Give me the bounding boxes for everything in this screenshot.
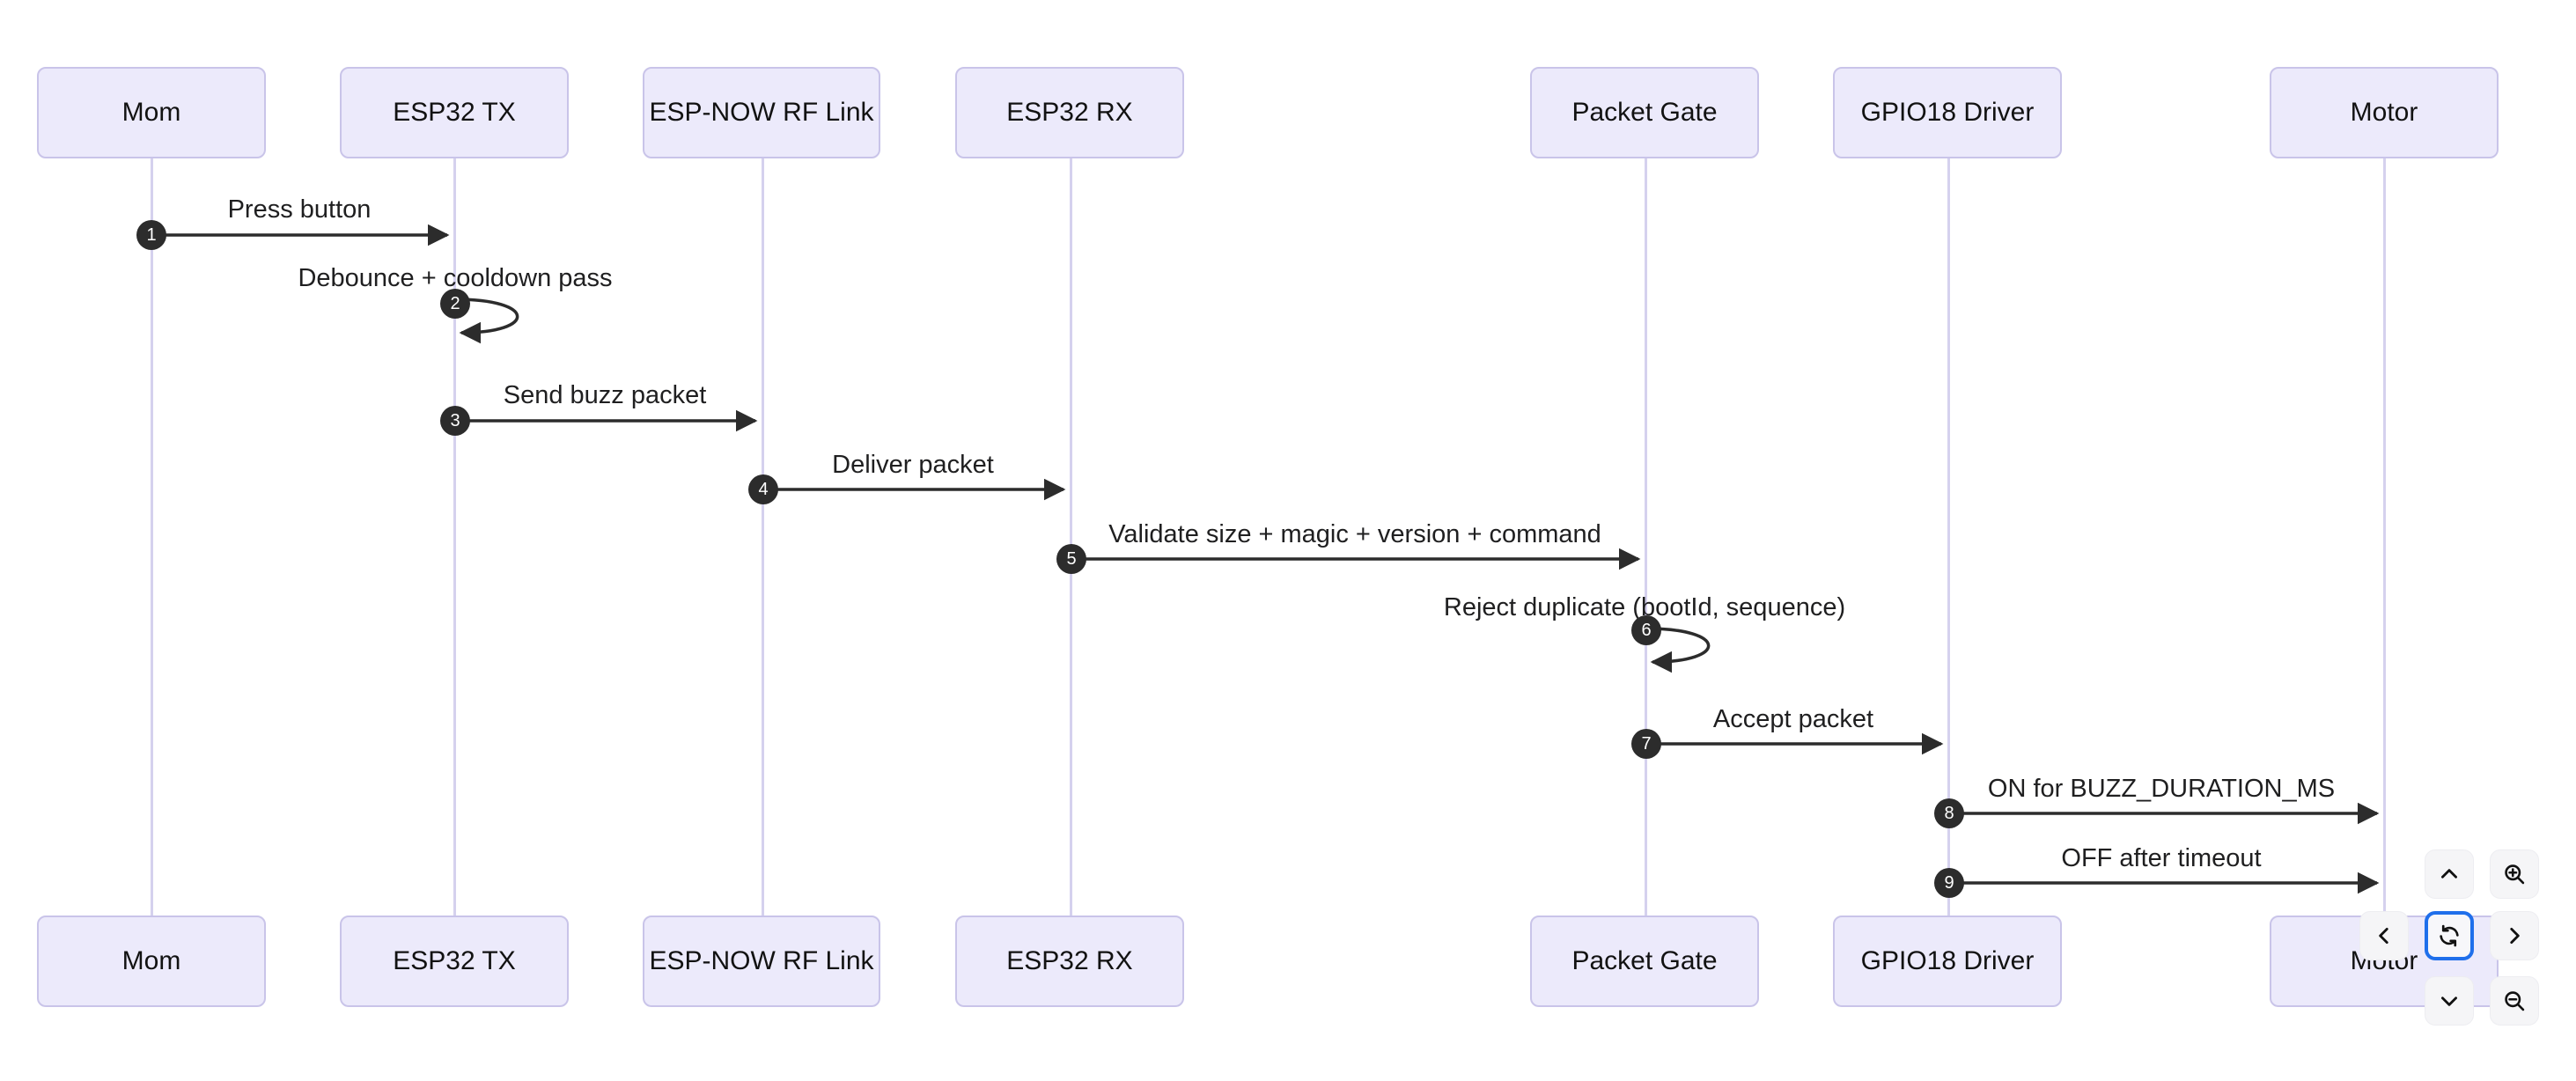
lifeline-motor bbox=[2383, 158, 2386, 916]
sequence-badge-2: 2 bbox=[440, 289, 470, 319]
participant-box-bottom-rx[interactable]: ESP32 RX bbox=[955, 916, 1184, 1007]
zoom-in-icon bbox=[2502, 862, 2527, 886]
message-arrow-6-self bbox=[1645, 627, 1711, 673]
sequence-badge-9: 9 bbox=[1934, 868, 1964, 898]
sequence-badge-4: 4 bbox=[748, 474, 778, 504]
participant-label: Mom bbox=[121, 946, 181, 975]
zoom-in-button[interactable] bbox=[2490, 849, 2539, 899]
lifeline-rf bbox=[762, 158, 764, 916]
zoom-out-button[interactable] bbox=[2490, 976, 2539, 1026]
message-label-9: OFF after timeout bbox=[2061, 844, 2262, 872]
participant-label: ESP-NOW RF Link bbox=[649, 98, 874, 127]
participant-box-top-motor[interactable]: Motor bbox=[2270, 67, 2499, 158]
participant-box-top-gpio[interactable]: GPIO18 Driver bbox=[1833, 67, 2062, 158]
participant-label: Motor bbox=[2350, 98, 2418, 127]
participant-box-bottom-gpio[interactable]: GPIO18 Driver bbox=[1833, 916, 2062, 1007]
reset-view-button[interactable] bbox=[2425, 911, 2474, 960]
sequence-badge-3: 3 bbox=[440, 406, 470, 436]
message-arrow-2-self bbox=[454, 298, 519, 344]
message-label-7: Accept packet bbox=[1712, 705, 1874, 733]
message-label-8: ON for BUZZ_DURATION_MS bbox=[1987, 775, 2336, 803]
message-label-4: Deliver packet bbox=[832, 451, 994, 479]
participant-label: ESP-NOW RF Link bbox=[649, 946, 874, 975]
pan-right-button[interactable] bbox=[2490, 911, 2539, 960]
sequence-badge-6: 6 bbox=[1631, 615, 1661, 645]
participant-box-bottom-gate[interactable]: Packet Gate bbox=[1530, 916, 1759, 1007]
pan-up-button[interactable] bbox=[2425, 849, 2474, 899]
sequence-badge-1: 1 bbox=[136, 220, 166, 250]
lifeline-gpio bbox=[1947, 158, 1950, 916]
participant-box-top-rx[interactable]: ESP32 RX bbox=[955, 67, 1184, 158]
sequence-badge-5: 5 bbox=[1056, 544, 1086, 574]
viewport-controls bbox=[2359, 849, 2576, 1048]
pan-down-button[interactable] bbox=[2425, 976, 2474, 1026]
message-label-5: Validate size + magic + version + comman… bbox=[1108, 520, 1601, 548]
lifeline-tx bbox=[453, 158, 456, 916]
participant-label: GPIO18 Driver bbox=[1860, 946, 2035, 975]
participant-label: Packet Gate bbox=[1571, 946, 1718, 975]
sequence-badge-7: 7 bbox=[1631, 729, 1661, 759]
pan-left-button[interactable] bbox=[2359, 911, 2409, 960]
chevron-right-icon bbox=[2503, 924, 2526, 947]
zoom-out-icon bbox=[2502, 989, 2527, 1013]
lifeline-gate bbox=[1645, 158, 1647, 916]
chevron-down-icon bbox=[2438, 989, 2461, 1012]
participant-label: Packet Gate bbox=[1571, 98, 1718, 127]
sequence-badge-8: 8 bbox=[1934, 798, 1964, 828]
participant-box-top-tx[interactable]: ESP32 TX bbox=[340, 67, 569, 158]
participant-label: Mom bbox=[121, 98, 181, 127]
lifeline-rx bbox=[1070, 158, 1072, 916]
lifeline-mom bbox=[151, 158, 153, 916]
participant-box-bottom-rf[interactable]: ESP-NOW RF Link bbox=[643, 916, 880, 1007]
participant-label: ESP32 RX bbox=[1006, 946, 1133, 975]
participant-box-top-mom[interactable]: Mom bbox=[37, 67, 266, 158]
message-label-2: Debounce + cooldown pass bbox=[298, 264, 613, 292]
participant-label: ESP32 RX bbox=[1006, 98, 1133, 127]
chevron-up-icon bbox=[2438, 863, 2461, 886]
participant-label: GPIO18 Driver bbox=[1860, 98, 2035, 127]
participant-box-top-gate[interactable]: Packet Gate bbox=[1530, 67, 1759, 158]
message-label-3: Send buzz packet bbox=[503, 381, 707, 409]
message-label-1: Press button bbox=[227, 195, 372, 224]
chevron-left-icon bbox=[2373, 924, 2396, 947]
participant-box-top-rf[interactable]: ESP-NOW RF Link bbox=[643, 67, 880, 158]
participant-label: ESP32 TX bbox=[393, 98, 516, 127]
participant-box-bottom-tx[interactable]: ESP32 TX bbox=[340, 916, 569, 1007]
participant-label: ESP32 TX bbox=[393, 946, 516, 975]
refresh-icon bbox=[2437, 923, 2462, 948]
participant-box-bottom-mom[interactable]: Mom bbox=[37, 916, 266, 1007]
